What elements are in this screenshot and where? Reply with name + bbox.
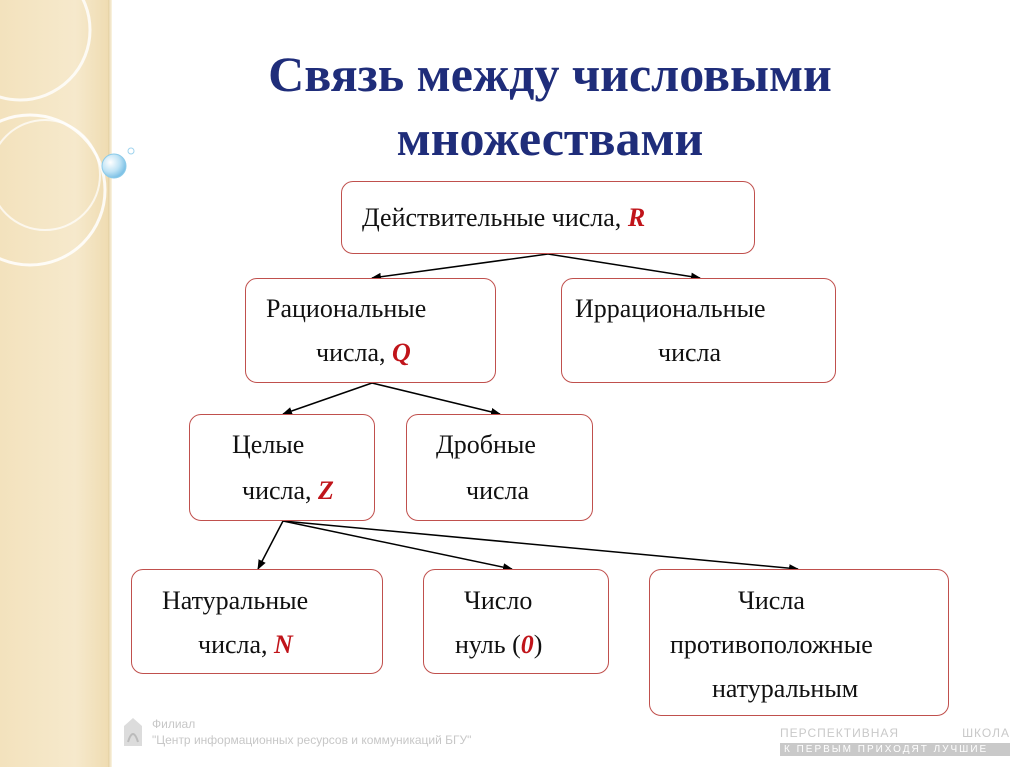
natural-line-1: Натуральные <box>162 586 309 615</box>
edge-integer-natural <box>257 520 284 570</box>
brand-slogan: К ПЕРВЫМ ПРИХОДЯТ ЛУЧШИЕ <box>780 743 1010 756</box>
rational-line-1: Рациональные <box>266 294 427 323</box>
opposite-line-3: натуральным <box>712 674 859 703</box>
footer-branch-label: Филиал <box>152 717 196 731</box>
title-line-2: множествами <box>396 110 704 166</box>
fractional-line-2: числа <box>466 476 530 505</box>
edge-rational-integer <box>282 382 373 415</box>
zero-line-2-post: ) <box>533 630 543 659</box>
brand-logo: ПЕРСПЕКТИВНАЯ ШКОЛА К ПЕРВЫМ ПРИХОДЯТ ЛУ… <box>780 726 1010 756</box>
natural-line-2: числа, <box>198 630 275 659</box>
branch-logo-icon <box>124 718 142 746</box>
edge-integer-opposite <box>282 520 799 573</box>
node-real-numbers: Действительные числа, R <box>341 181 755 254</box>
real-label: Действительные числа, <box>362 203 628 232</box>
opposite-line-1: Числа <box>738 586 805 615</box>
title-line-1: Связь между числовыми <box>268 46 832 102</box>
irrational-line-2: числа <box>658 338 722 367</box>
zero-line-1: Число <box>464 586 533 615</box>
zero-line-2-pre: нуль ( <box>455 630 521 659</box>
node-opposite-numbers: Числа противоположные натуральным <box>649 569 949 716</box>
edge-integer-zero <box>282 520 513 572</box>
opposite-line-2: противоположные <box>670 630 873 659</box>
node-natural-numbers: Натуральные числа, N <box>131 569 383 674</box>
rational-line-2: числа, <box>316 338 393 367</box>
brand-word-2: ШКОЛА <box>962 726 1010 740</box>
integer-line-2: числа, <box>242 476 319 505</box>
edge-rational-fractional <box>371 382 501 416</box>
integer-line-1: Целые <box>232 430 305 459</box>
node-fractional-numbers: Дробные числа <box>406 414 593 521</box>
edge-real-rational <box>371 253 549 281</box>
node-irrational-numbers: Иррациональные числа <box>561 278 836 383</box>
rational-symbol: Q <box>392 338 411 367</box>
bubble-decoration <box>101 147 135 179</box>
node-integer-numbers: Целые числа, Z <box>189 414 375 521</box>
footer-branch-name: "Центр информационных ресурсов и коммуни… <box>152 733 472 747</box>
real-symbol: R <box>627 203 646 232</box>
decorative-circles <box>0 0 107 267</box>
brand-word-1: ПЕРСПЕКТИВНАЯ <box>780 726 900 740</box>
node-zero: Число нуль (0) <box>423 569 609 674</box>
page-title: Связь между числовыми множествами <box>130 42 970 170</box>
edge-real-irrational <box>547 253 701 281</box>
zero-symbol: 0 <box>520 630 534 659</box>
node-rational-numbers: Рациональные числа, Q <box>245 278 496 383</box>
natural-symbol: N <box>274 630 293 659</box>
left-decorative-band <box>0 0 108 767</box>
integer-symbol: Z <box>318 476 334 505</box>
band-edge <box>108 0 112 767</box>
fractional-line-1: Дробные <box>436 430 536 459</box>
irrational-line-1: Иррациональные <box>575 294 766 323</box>
